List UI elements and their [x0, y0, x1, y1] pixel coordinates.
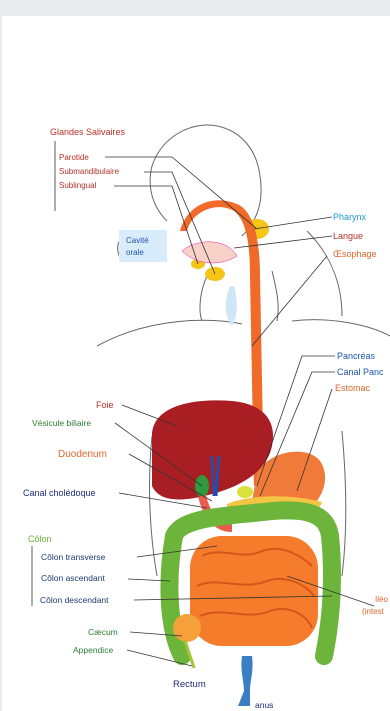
label-ileon: Iléo [375, 595, 388, 604]
label-submandibulaire: Submandibulaire [59, 167, 120, 176]
label-colon-transverse: Côlon transverse [41, 552, 106, 562]
rectum [238, 656, 253, 706]
digestive-system-figure: Glandes Salivaires Parotide Submandibula… [2, 16, 390, 711]
label-colon-ascendant: Côlon ascendant [41, 573, 105, 583]
caecum [173, 614, 201, 642]
label-caecum: Cæcum [88, 627, 118, 637]
label-sublingual: Sublingual [59, 181, 97, 190]
label-langue: Langue [333, 231, 363, 241]
label-foie: Foie [96, 400, 114, 410]
label-cavite-1: Cavité [126, 236, 149, 245]
label-glandes: Glandes Salivaires [50, 127, 126, 137]
label-rectum: Rectum [173, 679, 206, 690]
label-anus: anus [255, 700, 273, 710]
label-cavite-2: orale [126, 248, 144, 257]
label-canal-choledoque: Canal cholédoque [23, 488, 96, 498]
tongue [182, 242, 237, 263]
label-pancreas: Pancréas [337, 351, 376, 361]
pancreatic-head [237, 486, 253, 498]
label-oesophage: Œsophage [333, 249, 377, 259]
anatomy-diagram: Glandes Salivaires Parotide Submandibula… [2, 16, 390, 711]
label-colon-descendant: Côlon descendant [40, 595, 109, 605]
label-colon: Côlon [28, 534, 52, 544]
label-estomac: Estomac [335, 383, 371, 393]
label-appendice: Appendice [73, 645, 113, 655]
label-canal-panc: Canal Panc [337, 367, 384, 377]
label-intestin: (intest [362, 607, 385, 616]
trachea [226, 286, 237, 326]
small-intestine [190, 536, 318, 646]
label-duodenum: Duodenum [58, 449, 107, 460]
label-vesicule: Vésicule biliaire [32, 418, 91, 428]
oral-cavity-highlight [119, 230, 167, 262]
label-pharynx: Pharynx [333, 212, 367, 222]
label-parotide: Parotide [59, 153, 89, 162]
